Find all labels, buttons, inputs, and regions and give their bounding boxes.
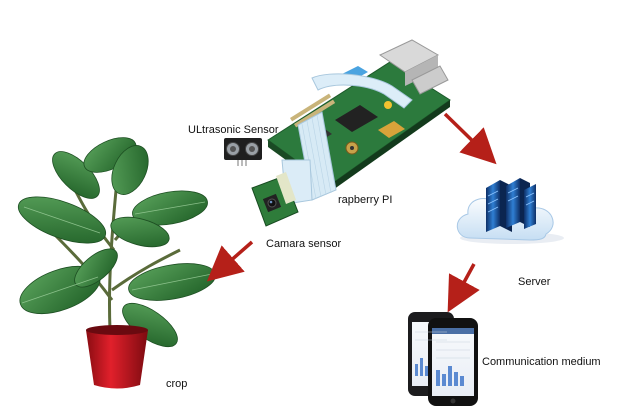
server-cloud-icon (456, 178, 564, 244)
plant-image (17, 137, 216, 389)
communication-medium-label: Communication medium (482, 356, 601, 368)
server-label: Server (518, 276, 551, 288)
raspberry-pi-label: rapberry PI (338, 194, 393, 206)
smartphone-image (408, 312, 478, 406)
flow-arrows (206, 112, 497, 313)
arrow-camera-to-crop (206, 240, 254, 282)
ultrasonic-sensor-label: ULtrasonic Sensor (188, 124, 279, 136)
arrow-pi-to-server (443, 112, 497, 165)
camera-sensor-label: Camara sensor (266, 238, 342, 250)
arrow-server-to-phone (447, 263, 480, 313)
ribbon-cable-image (281, 73, 413, 205)
ultrasonic-sensor-image (224, 138, 262, 166)
camera-module-image (251, 172, 299, 227)
crop-label: crop (166, 378, 188, 390)
